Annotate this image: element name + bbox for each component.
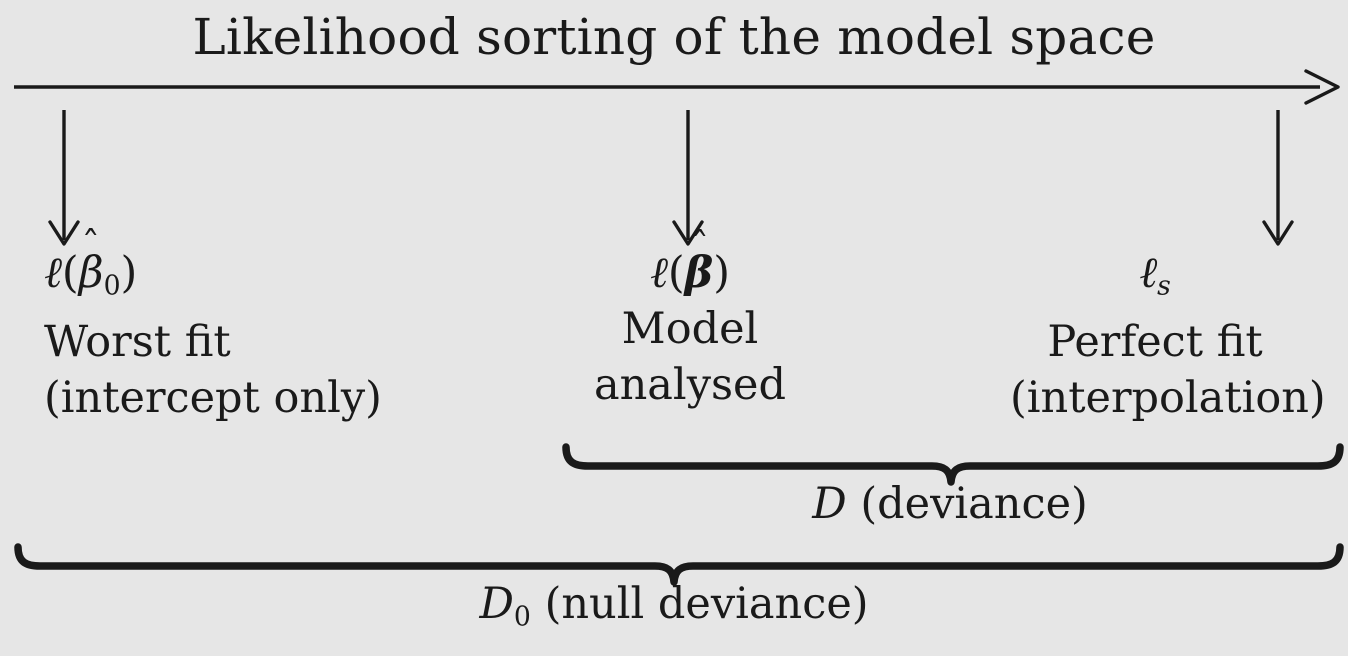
marker-saturated-symbol: ℓs [1010,245,1300,314]
ell-glyph: ℓ [1139,248,1158,298]
null-deviance-subscript: 0 [513,601,531,633]
deviance-description: (deviance) [860,479,1088,529]
underbrace-null-deviance-icon [14,543,1344,586]
beta-glyph: β [78,248,104,298]
likelihood-axis [14,69,1340,105]
open-paren: ( [61,248,79,298]
figure-title: Likelihood sorting of the model space [192,8,1156,66]
down-arrow-worst-icon [48,110,80,246]
beta-glyph: β [684,248,714,298]
underbrace-deviance-icon [562,443,1344,486]
null-deviance-description: (null deviance) [544,579,869,629]
close-paren: ) [713,248,731,298]
marker-worst-line1: Worst fit [44,317,231,368]
beta-subscript: 0 [103,270,121,302]
marker-model-line1: Model [621,304,759,354]
marker-model-line2: analysed [593,360,787,410]
axis-arrowhead-icon [1304,69,1340,105]
marker-worst-line2: (intercept only) [44,373,382,424]
hat-accent: ˆ [690,224,709,268]
down-arrow-saturated-icon [1262,110,1294,246]
marker-saturated: ℓs Perfect fit (interpolation) [1010,245,1326,426]
ell-glyph: ℓ [44,248,62,298]
deviance-symbol: D [812,479,847,529]
marker-saturated-line2: (interpolation) [1010,373,1326,424]
brace-label-null-deviance: D0 (null deviance) [424,578,924,643]
ell-glyph: ℓ [649,248,668,298]
ell-subscript: s [1157,270,1171,302]
close-paren: ) [120,248,138,298]
open-paren: ( [667,248,685,298]
brace-label-deviance: D (deviance) [700,478,1200,530]
hat-accent: ˆ [81,223,100,267]
marker-saturated-line1: Perfect fit [1047,317,1263,368]
null-deviance-symbol: D [479,579,514,629]
